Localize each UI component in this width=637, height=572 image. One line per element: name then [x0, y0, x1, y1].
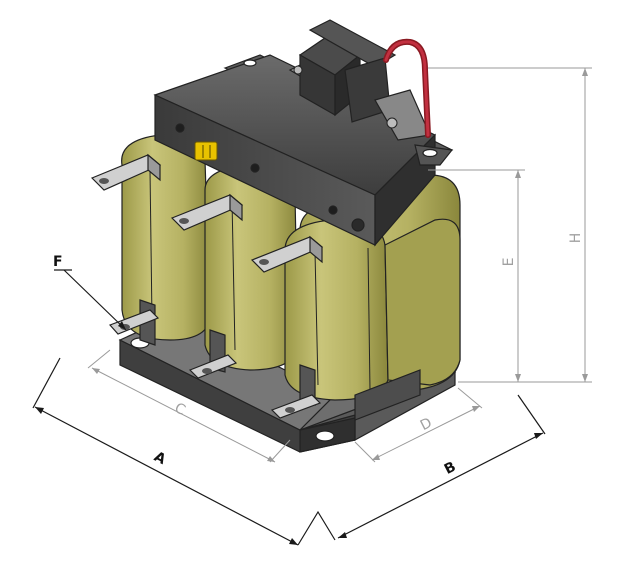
lower-lug-right — [270, 394, 322, 419]
dimension-break — [297, 510, 336, 546]
dimension-f: F — [53, 254, 127, 331]
coil-right — [284, 218, 461, 401]
terminal-lug-left — [90, 153, 162, 191]
label-a: A — [151, 449, 168, 468]
terminal-lug-middle — [170, 193, 244, 231]
fuse-clip-icon — [194, 141, 218, 161]
label-b: B — [442, 459, 459, 478]
label-f: F — [53, 254, 63, 270]
dimension-e: E — [428, 169, 525, 382]
dimension-h: H — [428, 67, 592, 383]
terminal-lug-right — [250, 235, 324, 273]
top-frame — [153, 54, 454, 247]
label-h: H — [568, 233, 584, 244]
lower-lug-middle — [188, 354, 238, 379]
terminal-block — [288, 19, 431, 141]
label-e: E — [501, 258, 517, 267]
red-cable — [383, 38, 431, 138]
dimension-a: A — [32, 357, 299, 546]
label-d: D — [418, 415, 435, 434]
mounting-hole-front-right — [315, 430, 335, 442]
